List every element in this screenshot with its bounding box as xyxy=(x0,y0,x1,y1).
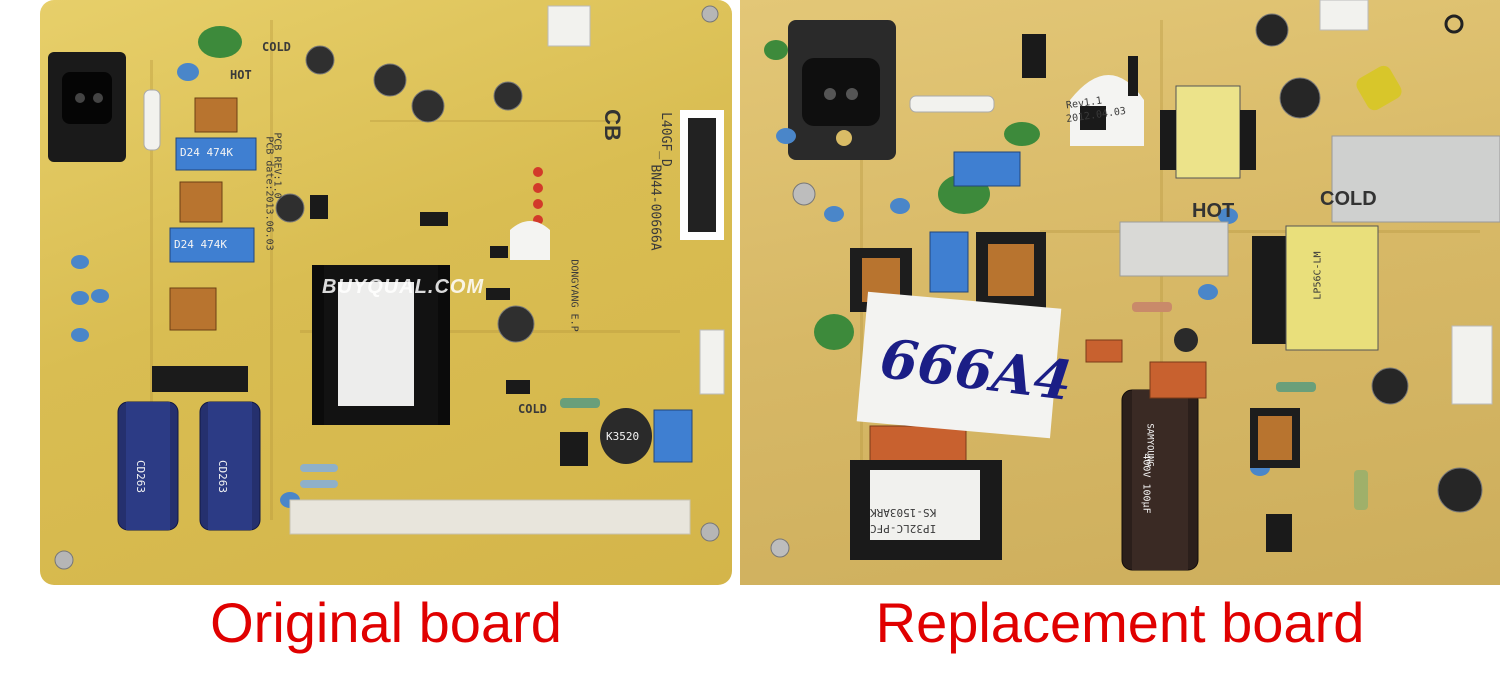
cb-label: CB xyxy=(599,109,625,141)
mosfet-marking: K3520 xyxy=(606,430,640,443)
part-number-text: BN44-00666A xyxy=(647,164,663,251)
original-board-panel: BUYQUAL.COM L40GF_D BN44-00666A PCB REV:… xyxy=(40,0,732,585)
bulk-cap-brand: SAMYOUNG xyxy=(1144,423,1155,467)
inductor-marking: KS-1503ARK xyxy=(870,506,937,519)
x-cap-marking-2: D24 474K xyxy=(174,238,227,251)
pcb-trace xyxy=(1040,230,1480,233)
model-code-text: L40GF_D xyxy=(657,112,673,167)
bulk-cap-marking: CD263 xyxy=(134,459,148,494)
original-board-caption: Original board xyxy=(210,591,562,654)
pcb-trace xyxy=(370,120,620,122)
cold-label: COLD xyxy=(1320,188,1377,210)
pcb-trace xyxy=(1160,20,1163,540)
watermark-text: BUYQUAL.COM xyxy=(322,276,485,298)
pcb-trace xyxy=(150,60,153,480)
x-cap-marking: D24 474K xyxy=(180,146,233,159)
pcb-trace xyxy=(860,110,863,530)
maker-text: DONGYANG E.P xyxy=(568,259,580,332)
hot-label: HOT xyxy=(1192,200,1235,222)
replacement-board-caption: Replacement board xyxy=(875,591,1365,654)
replacement-board-components xyxy=(764,0,1500,571)
transformer-marking: LP56C-LM xyxy=(1312,251,1324,300)
hot-label: HOT xyxy=(230,68,252,82)
pfc-marking: IP32LC-PFC xyxy=(870,522,937,535)
pcb-date-text: PCB date:2013.06.03 xyxy=(263,136,275,251)
cold-label-2: COLD xyxy=(518,402,547,416)
bulk-cap-marking-2: CD263 xyxy=(216,459,230,494)
original-board-components xyxy=(48,5,725,570)
cold-label: COLD xyxy=(262,40,291,54)
replacement-board-panel: Rev1.1 2012.04.03 HOT COLD KS-1503ARK IP… xyxy=(740,0,1500,585)
pcb-trace xyxy=(270,20,273,520)
pcb-trace xyxy=(300,330,680,333)
